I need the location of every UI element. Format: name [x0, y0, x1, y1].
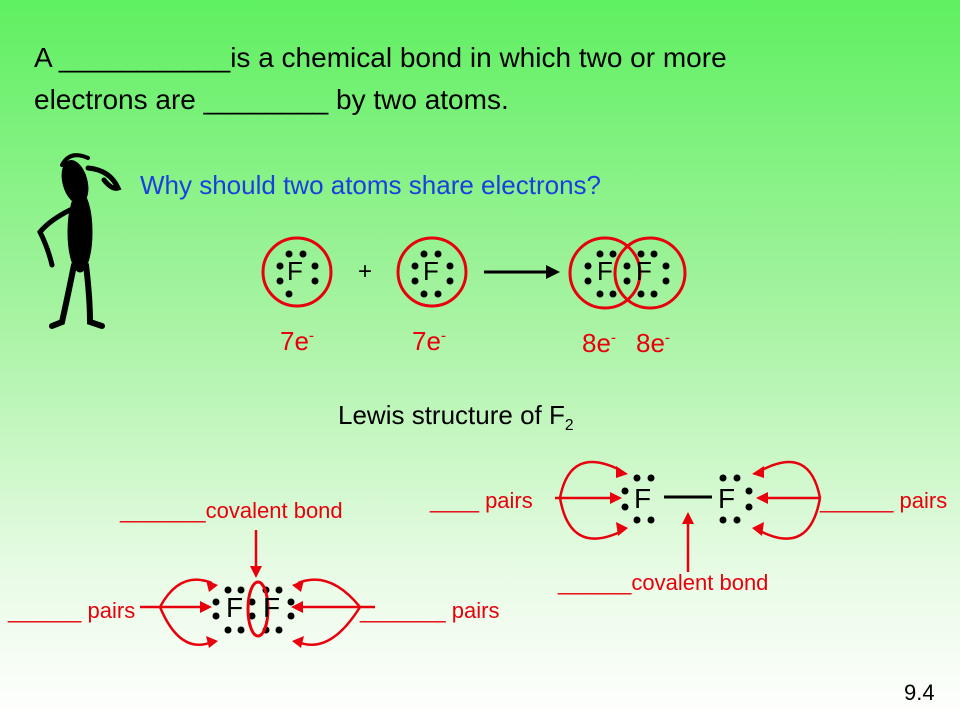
right-atom-f-2: F	[718, 483, 736, 514]
molecule-symbol-f-1: F	[597, 256, 613, 286]
right-lone-pairs-label-left: ____ pairs	[430, 488, 533, 513]
fluorine-atom-1	[261, 236, 333, 308]
right-lone-pairs-label-right: ______ pairs	[820, 488, 948, 513]
plus-sign: +	[358, 258, 373, 285]
electron-count-left: 7e-	[280, 326, 315, 356]
left-covalent-bond-label: _______covalent bond	[120, 498, 343, 523]
title-line-1: A ___________is a chemical bond in which…	[34, 42, 727, 73]
lewis-structure-title: Lewis structure of F2	[338, 400, 574, 435]
thinking-stick-figure-icon	[37, 153, 122, 329]
electron-count-right-2: 8e-	[636, 328, 671, 358]
right-atom-f-1: F	[634, 483, 652, 514]
atom-symbol-f-1: F	[287, 256, 303, 286]
lewis-diagram-right	[555, 460, 822, 572]
title-line-2: electrons are ________ by two atoms.	[34, 84, 509, 115]
fluorine-atom-2	[396, 236, 468, 308]
atom-symbol-f-2: F	[423, 256, 439, 286]
right-covalent-bond-label: ______covalent bond	[558, 570, 769, 595]
reaction-arrow	[484, 265, 560, 279]
molecule-symbol-f-2: F	[636, 256, 652, 286]
left-atom-f-1: F	[226, 592, 244, 623]
page-number: 9.4	[904, 680, 935, 705]
electron-count-right-1: 8e-	[582, 328, 617, 358]
left-atom-f-2: F	[263, 592, 281, 623]
electron-count-middle: 7e-	[412, 326, 447, 356]
question-text: Why should two atoms share electrons?	[140, 170, 601, 200]
left-lone-pairs-label-right: _______ pairs	[360, 598, 500, 623]
lewis-diagram-left	[140, 530, 375, 648]
fluorine-molecule-overlap	[568, 236, 687, 310]
left-lone-pairs-label-left: ______ pairs	[8, 598, 136, 623]
